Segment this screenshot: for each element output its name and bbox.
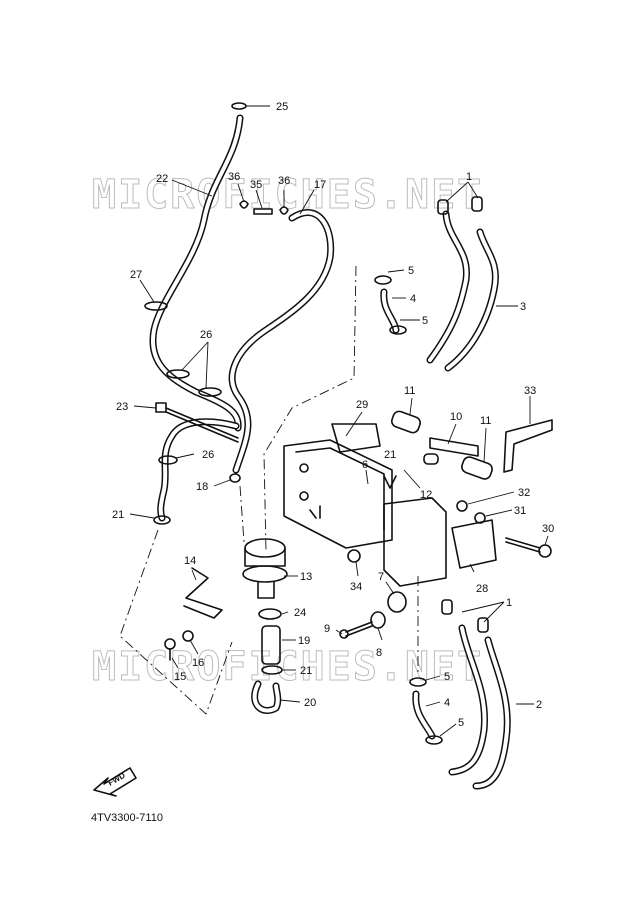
leader-lines: [129, 105, 549, 737]
callout-10: 10: [450, 411, 462, 423]
clip-21-center[interactable]: [383, 475, 397, 489]
callout-27: 27: [130, 269, 142, 281]
cover-28[interactable]: [383, 497, 497, 587]
callout-21b: 21: [112, 509, 124, 521]
pipe-3[interactable]: [426, 196, 499, 372]
callout-6: 6: [362, 459, 368, 471]
callout-8: 8: [376, 647, 382, 659]
callout-3: 3: [520, 301, 526, 313]
clip-36-left[interactable]: [239, 200, 249, 209]
hose-17[interactable]: [228, 209, 335, 474]
clamp-24[interactable]: [258, 608, 282, 620]
callout-17: 17: [314, 179, 326, 191]
callout-labels: 25 22 36 35 36 17 1 3 27 5 4 5 26 23 29 …: [112, 101, 554, 729]
callout-23: 23: [116, 401, 128, 413]
callout-1b: 1: [506, 597, 512, 609]
dash-lines: [119, 265, 419, 715]
callout-28: 28: [476, 583, 488, 595]
callout-18: 18: [196, 481, 208, 493]
grommet-7[interactable]: [387, 591, 407, 613]
bolt-35[interactable]: [253, 208, 273, 215]
cap-25[interactable]: [231, 102, 247, 110]
callout-36a: 36: [228, 171, 240, 183]
callout-5a: 5: [408, 265, 414, 277]
callout-22: 22: [156, 173, 168, 185]
callout-26b: 26: [202, 449, 214, 461]
callout-4b: 4: [444, 697, 450, 709]
bolt-34[interactable]: [347, 549, 361, 563]
washer-31[interactable]: [474, 512, 486, 524]
callout-11b: 11: [480, 415, 491, 427]
callout-14: 14: [184, 555, 196, 567]
pipe-2[interactable]: [441, 599, 511, 790]
washer-16[interactable]: [182, 630, 194, 642]
clamp-27[interactable]: [144, 301, 168, 311]
hose-19[interactable]: [261, 625, 281, 665]
callout-2: 2: [536, 699, 542, 711]
clamp-21-top[interactable]: [153, 515, 171, 525]
callout-26a: 26: [200, 329, 212, 341]
bolt-9[interactable]: [339, 621, 373, 639]
callout-13: 13: [300, 571, 312, 583]
clip-36-right[interactable]: [279, 206, 289, 215]
callout-35: 35: [250, 179, 262, 191]
hose-lower-left[interactable]: [157, 418, 240, 522]
callout-21a: 21: [384, 449, 396, 461]
bracket-33[interactable]: [503, 419, 553, 473]
callout-19: 19: [298, 635, 310, 647]
hose-20[interactable]: [251, 680, 282, 714]
callout-24: 24: [294, 607, 306, 619]
callout-36b: 36: [278, 175, 290, 187]
callout-21c: 21: [300, 665, 312, 677]
air-valve-13[interactable]: [242, 538, 288, 599]
hose-22[interactable]: [149, 114, 244, 432]
callout-25: 25: [276, 101, 288, 113]
callout-34: 34: [350, 581, 362, 593]
watermark-top: MICROFICHES.NET: [92, 172, 483, 218]
callout-15: 15: [174, 671, 186, 683]
callout-31: 31: [514, 505, 526, 517]
pipe-10[interactable]: [390, 410, 494, 481]
cap-18[interactable]: [229, 473, 241, 483]
bolt-15[interactable]: [164, 638, 176, 661]
watermark-bottom: MICROFICHES.NET: [92, 644, 483, 690]
callout-9: 9: [324, 623, 330, 635]
bracket-14[interactable]: [183, 567, 223, 619]
clamp-26-lower[interactable]: [198, 387, 222, 397]
hose-4-lower[interactable]: [409, 677, 443, 745]
callout-33: 33: [524, 385, 536, 397]
callout-7: 7: [378, 571, 384, 583]
callout-29: 29: [356, 399, 368, 411]
hose-4-upper[interactable]: [374, 275, 407, 335]
callout-5b: 5: [422, 315, 428, 327]
collar-8[interactable]: [370, 611, 386, 629]
fwd-arrow-icon: FWD: [93, 767, 137, 797]
diagram-code: 4TV3300-7110: [91, 812, 163, 824]
callout-16: 16: [192, 657, 204, 669]
callout-5d: 5: [458, 717, 464, 729]
callout-32: 32: [518, 487, 530, 499]
bracket-29[interactable]: [331, 423, 381, 453]
reed-valve-6[interactable]: [283, 439, 393, 549]
callout-4a: 4: [410, 293, 416, 305]
nut-32[interactable]: [456, 500, 468, 512]
callout-20: 20: [304, 697, 316, 709]
clamp-26-upper[interactable]: [166, 369, 190, 379]
sensor-23[interactable]: [155, 402, 239, 443]
callout-5c: 5: [444, 671, 450, 683]
callout-1a: 1: [466, 171, 472, 183]
callout-30: 30: [542, 523, 554, 535]
clamp-26-left[interactable]: [158, 455, 178, 465]
bolt-30[interactable]: [505, 537, 552, 558]
callout-11a: 11: [404, 385, 415, 397]
callout-12: 12: [420, 489, 432, 501]
